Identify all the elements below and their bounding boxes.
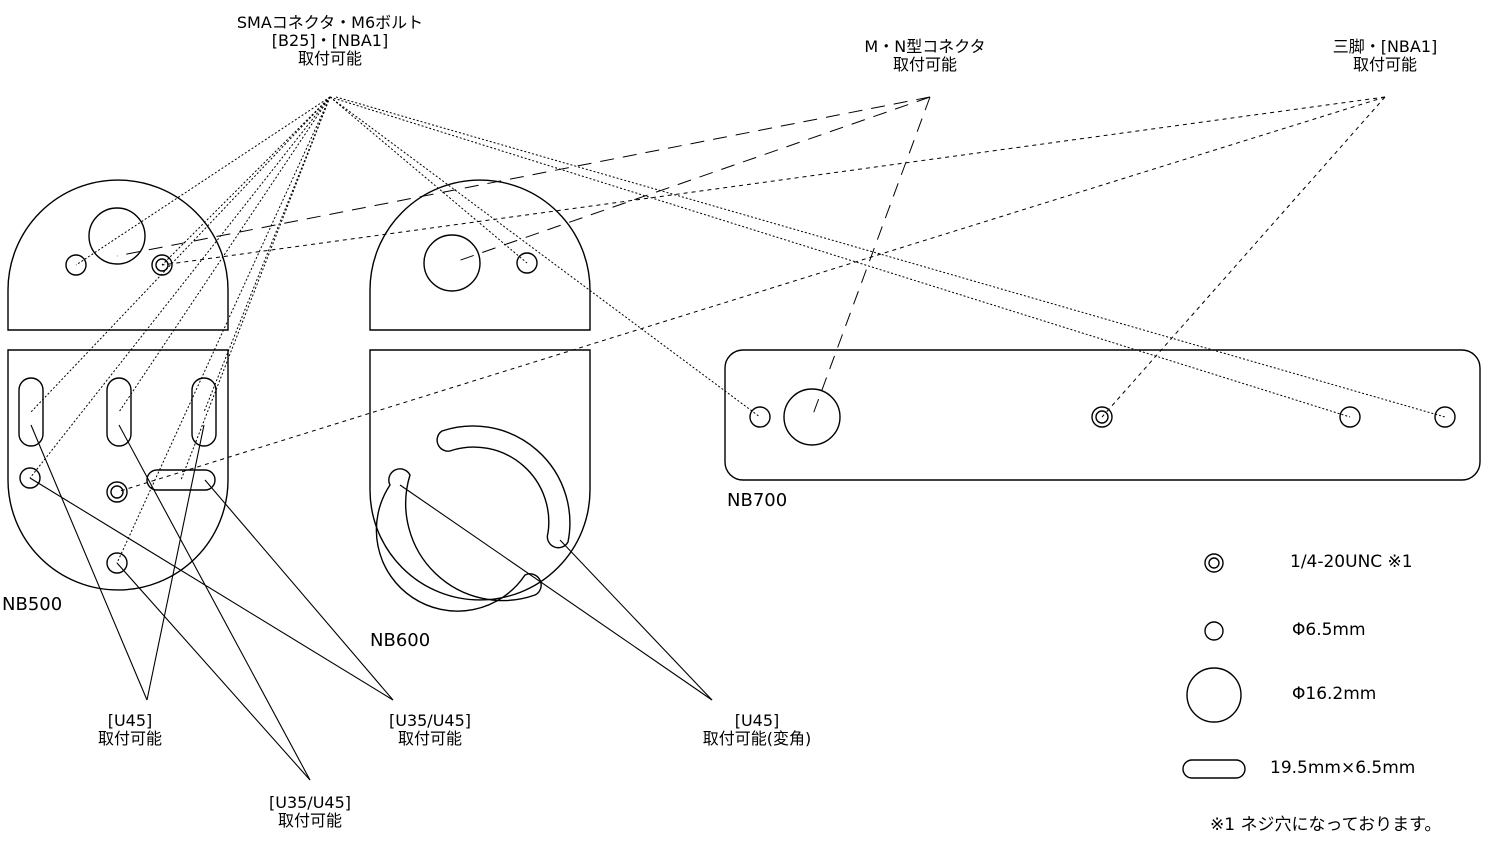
nb700-small-hole-right	[1434, 406, 1456, 428]
nb500-unc-hole-upper	[151, 254, 173, 276]
nb600-arc-slot-lower	[375, 468, 542, 612]
legend-large-text: Φ16.2mm	[1292, 684, 1377, 704]
tripod-callout-line1: 三脚・[NBA1]	[1332, 37, 1438, 56]
nb600-label: NB600	[370, 630, 431, 651]
nb500-large-hole	[88, 207, 146, 265]
u45-right-callout: [U45] 取付可能(変角)	[703, 712, 812, 748]
nb500-unc-hole-lower	[106, 481, 128, 503]
sma-callout-line1: SMAコネクタ・M6ボルト	[236, 13, 424, 32]
tripod-callout: 三脚・[NBA1] 取付可能	[1333, 38, 1438, 74]
mn-leader-lines	[116, 96, 931, 418]
nb700-label: NB700	[727, 490, 788, 511]
nb700-small-hole-left	[749, 406, 771, 428]
u35-mid-line1: [U35/U45]	[388, 711, 472, 730]
u35-mid-callout: [U35/U45] 取付可能	[389, 712, 471, 748]
nb500-label: NB500	[2, 594, 63, 615]
nb600-lower-plate	[369, 349, 591, 612]
double-ring-hole-icon	[1204, 553, 1224, 573]
legend-icons	[1182, 553, 1246, 779]
nb500-upper-plate	[7, 179, 229, 331]
nb500-slot-right	[191, 377, 217, 447]
footnote: ※1 ネジ穴になっております。	[1210, 815, 1442, 835]
slot-hole-icon	[1182, 759, 1246, 779]
nb600-upper-plate	[369, 179, 591, 331]
u45-right-line1: [U45]	[734, 711, 780, 730]
u35-mid-line2: 取付可能	[397, 729, 463, 748]
small-hole-icon	[1204, 621, 1224, 641]
sma-callout-line2: [B25]・[NBA1]	[271, 31, 389, 50]
nb700-unc-hole	[1091, 406, 1113, 428]
nb700-small-hole-mid	[1339, 406, 1361, 428]
u-leader-lines	[29, 424, 713, 781]
nb700-plate	[724, 349, 1481, 481]
nb500-small-hole-bottom	[106, 552, 128, 574]
u45-right-line2: 取付可能(変角)	[702, 729, 812, 748]
nb500-lower-plate	[7, 349, 229, 591]
nb500-slot-center	[106, 377, 132, 447]
nb500-small-hole-upper	[65, 254, 87, 276]
nb700-large-hole	[783, 388, 841, 446]
legend-unc-text: 1/4-20UNC ※1	[1290, 552, 1413, 572]
mn-callout-line2: 取付可能	[892, 55, 958, 74]
tripod-callout-line2: 取付可能	[1352, 55, 1417, 74]
u45-left-line1: [U45]	[107, 711, 153, 730]
sma-leader-lines	[29, 96, 1446, 564]
tripod-leader-lines	[116, 96, 1386, 493]
legend-slot-text: 19.5mm×6.5mm	[1270, 758, 1416, 778]
nb500-small-hole-left	[19, 467, 41, 489]
nb600-large-hole	[423, 234, 481, 292]
nb600-arc-slot	[436, 425, 571, 549]
u45-left-line2: 取付可能	[97, 729, 163, 748]
nb500-slot-left	[18, 377, 44, 447]
u35-bottom-callout: [U35/U45] 取付可能	[269, 794, 351, 830]
u35-bottom-line1: [U35/U45]	[268, 793, 352, 812]
mn-callout: M・N型コネクタ 取付可能	[864, 38, 985, 74]
sma-callout-line3: 取付可能	[297, 49, 363, 68]
sma-callout: SMAコネクタ・M6ボルト [B25]・[NBA1] 取付可能	[237, 14, 423, 68]
u35-bottom-line2: 取付可能	[277, 811, 343, 830]
nb600-small-hole	[516, 252, 538, 274]
nb500-slot-horizontal	[146, 469, 216, 491]
legend-small-text: Φ6.5mm	[1292, 620, 1366, 640]
u45-left-callout: [U45] 取付可能	[98, 712, 162, 748]
mn-callout-line1: M・N型コネクタ	[864, 37, 986, 56]
large-hole-icon	[1186, 667, 1242, 723]
